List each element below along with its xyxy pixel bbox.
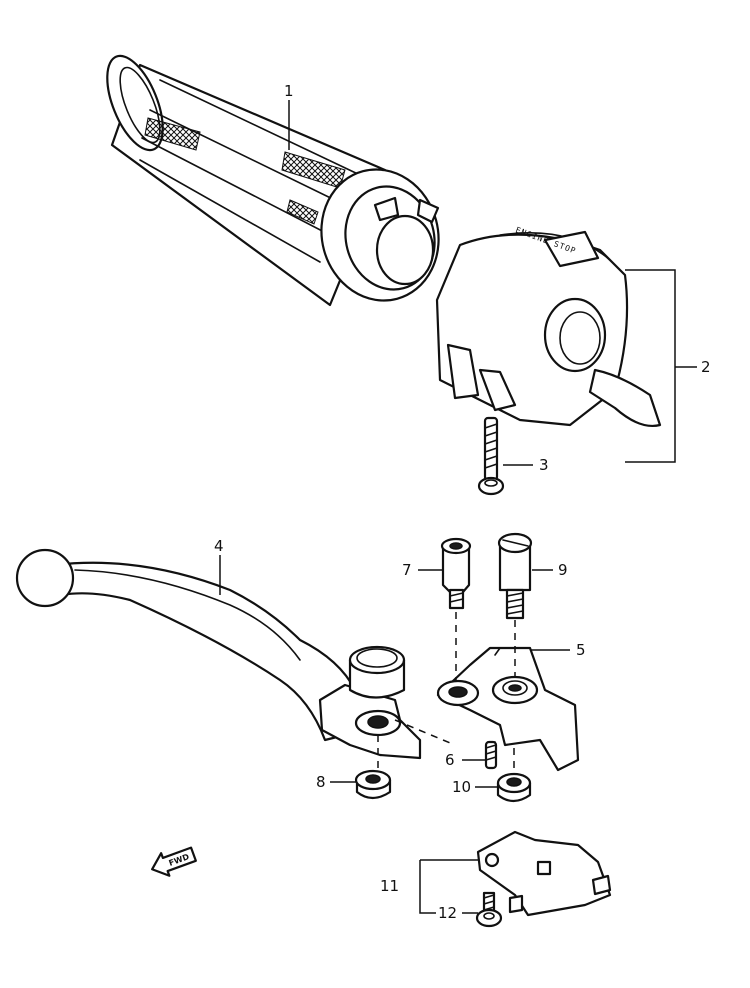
- callout-11: 11: [380, 877, 399, 895]
- callout-12: 12: [438, 904, 457, 922]
- callout-6: 6: [445, 751, 455, 769]
- callout-labels: 1 2 3 4 5 6 7 8 9 10 11 12: [214, 82, 711, 922]
- brake-lever: [15, 548, 422, 760]
- callout-9: 9: [558, 561, 568, 579]
- spring: [484, 740, 498, 770]
- handlebar-grip: [106, 54, 440, 307]
- switch-housing: ENGINE STOP: [435, 225, 662, 427]
- pivot-bolt: [440, 537, 472, 610]
- lever-nut: [354, 769, 392, 800]
- callout-1: 1: [284, 82, 294, 100]
- leader-lines: [219, 100, 697, 914]
- housing-screw: [477, 416, 505, 496]
- slotted-bolt: [497, 532, 533, 620]
- callout-2: 2: [701, 358, 711, 376]
- holder-nut: [496, 772, 532, 803]
- callout-4: 4: [214, 537, 224, 555]
- assembly-lines: [377, 612, 516, 775]
- lever-holder: [436, 646, 580, 772]
- callout-7: 7: [402, 561, 412, 579]
- callout-5: 5: [576, 641, 586, 659]
- brake-light-switch: [476, 830, 612, 917]
- callout-3: 3: [539, 456, 549, 474]
- callout-8: 8: [316, 773, 326, 791]
- callout-10: 10: [452, 778, 471, 796]
- forward-arrow-icon: FWD: [151, 846, 197, 877]
- switch-screw: [475, 891, 503, 928]
